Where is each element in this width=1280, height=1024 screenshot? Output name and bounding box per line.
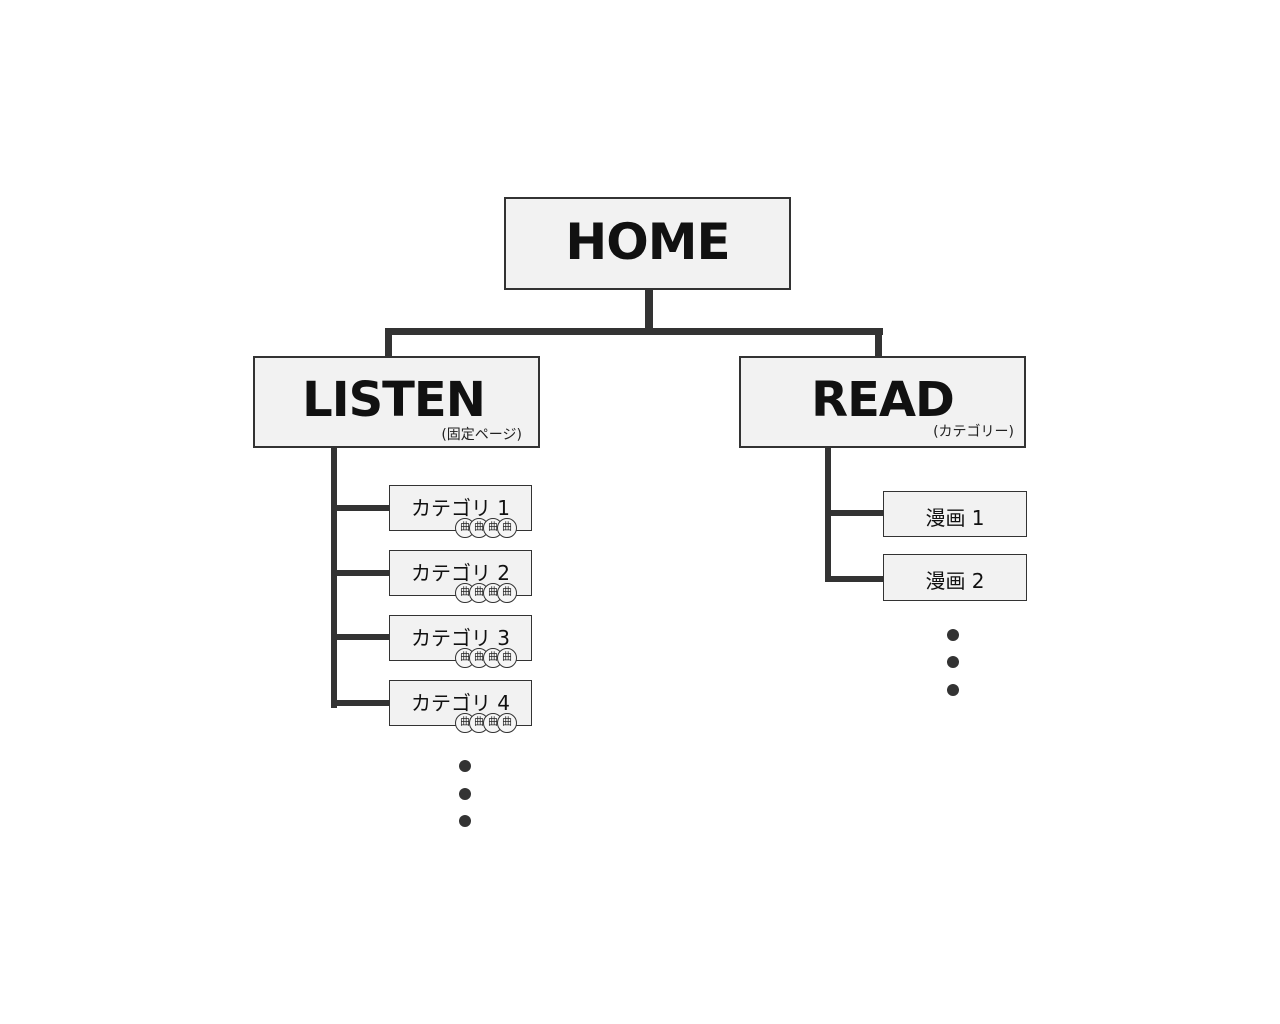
read-manga-2: 漫画 2 xyxy=(883,554,1027,601)
song-icons: 曲 曲 曲 曲 xyxy=(455,648,525,670)
connector-listen-branch xyxy=(331,700,391,706)
song-icon: 曲 xyxy=(497,583,517,603)
song-icon: 曲 xyxy=(497,648,517,668)
manga-label: 漫画 2 xyxy=(925,569,985,593)
manga-label: 漫画 1 xyxy=(925,506,985,530)
listen-category-1: カテゴリ 1 曲 曲 曲 曲 xyxy=(389,485,532,538)
listen-more-dot xyxy=(459,788,471,800)
category-label: カテゴリ 3 xyxy=(410,626,511,650)
read-more-dot xyxy=(947,656,959,668)
listen-category-3: カテゴリ 3 曲 曲 曲 曲 xyxy=(389,615,532,668)
connector-listen-branch xyxy=(331,570,391,576)
listen-title: LISTEN xyxy=(302,372,486,428)
song-icons: 曲 曲 曲 曲 xyxy=(455,518,525,540)
song-icon: 曲 xyxy=(497,518,517,538)
read-node: READ (カテゴリー) xyxy=(739,356,1026,448)
read-more-dot xyxy=(947,629,959,641)
category-label: カテゴリ 2 xyxy=(410,561,511,585)
song-icons: 曲 曲 曲 曲 xyxy=(455,583,525,605)
home-title: HOME xyxy=(565,213,730,271)
home-node: HOME xyxy=(504,197,791,290)
connector-listen-branch xyxy=(331,505,391,511)
song-icon: 曲 xyxy=(497,713,517,733)
connector-to-read xyxy=(875,328,882,358)
connector-home-down xyxy=(645,289,653,334)
listen-more-dot xyxy=(459,760,471,772)
listen-more-dot xyxy=(459,815,471,827)
read-note: (カテゴリー) xyxy=(933,424,1014,440)
category-label: カテゴリ 4 xyxy=(410,691,511,715)
connector-listen-trunk xyxy=(331,447,337,708)
listen-note: (固定ページ) xyxy=(441,427,522,443)
song-icons: 曲 曲 曲 曲 xyxy=(455,713,525,735)
connector-read-branch xyxy=(825,510,885,516)
listen-category-2: カテゴリ 2 曲 曲 曲 曲 xyxy=(389,550,532,603)
read-title: READ xyxy=(811,372,955,428)
category-label: カテゴリ 1 xyxy=(410,496,511,520)
connector-horizontal xyxy=(385,328,883,335)
listen-category-4: カテゴリ 4 曲 曲 曲 曲 xyxy=(389,680,532,733)
listen-node: LISTEN (固定ページ) xyxy=(253,356,540,448)
connector-to-listen xyxy=(385,328,392,358)
connector-listen-branch xyxy=(331,634,391,640)
read-manga-1: 漫画 1 xyxy=(883,491,1027,537)
read-more-dot xyxy=(947,684,959,696)
connector-read-branch xyxy=(825,576,885,582)
